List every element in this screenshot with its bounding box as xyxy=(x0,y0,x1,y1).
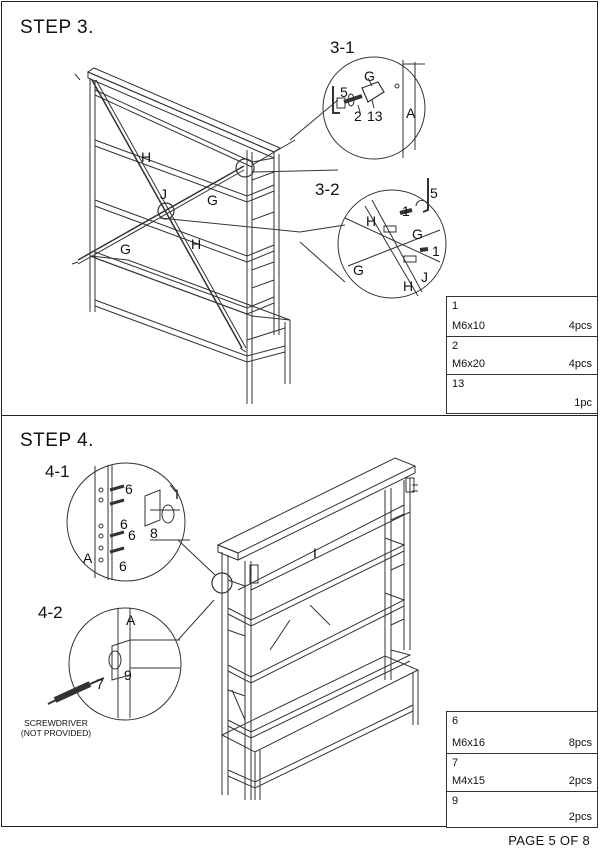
part-number: 6 xyxy=(452,715,459,727)
part-number: 1 xyxy=(452,300,459,312)
detail-4-1-illustration xyxy=(66,462,216,582)
detail-3-2-illustration xyxy=(337,178,447,299)
step4-2-title: 4-2 xyxy=(38,603,63,622)
part-qty: 4pcs xyxy=(568,358,592,370)
part-row-2: 2 M6x20 4pcs xyxy=(447,337,597,375)
screwdriver-note-line1: SCREWDRIVER xyxy=(24,718,88,728)
page-frame xyxy=(1,1,598,827)
label-g-lower: G xyxy=(120,241,131,257)
detail41-label-6c: 6 xyxy=(128,527,136,543)
detail32-label-j: J xyxy=(421,269,428,285)
detail32-label-1a: 1 xyxy=(402,203,410,219)
part-qty: 2pcs xyxy=(568,775,592,787)
step3-1-title: 3-1 xyxy=(330,38,355,57)
detail-4-2-illustration xyxy=(47,599,215,721)
detail31-label-2: 2 xyxy=(354,108,362,124)
detail32-label-h: H xyxy=(366,213,377,229)
part-qty: 8pcs xyxy=(568,737,592,749)
label-j: J xyxy=(160,186,167,202)
detail41-label-6b: 6 xyxy=(120,516,128,532)
step4-title: STEP 4. xyxy=(20,430,94,451)
detail31-label-g: G xyxy=(364,68,375,84)
detail41-label-a: A xyxy=(83,550,93,566)
detail32-label-1b: 1 xyxy=(432,243,440,259)
detail41-label-i: I xyxy=(175,486,179,502)
step3-parts-table: 1 M6x10 4pcs 2 M6x20 4pcs 13 1pc xyxy=(446,296,598,414)
part-spec: M4x15 xyxy=(452,775,486,787)
page-number: PAGE 5 OF 8 xyxy=(508,833,590,848)
step3-title: STEP 3. xyxy=(20,17,94,38)
part-spec: M6x16 xyxy=(452,737,486,749)
part-row-6: 6 M6x16 8pcs xyxy=(447,712,597,754)
screwdriver-note-line2: (NOT PROVIDED) xyxy=(20,728,92,738)
screwdriver-note: SCREWDRIVER (NOT PROVIDED) xyxy=(6,718,106,738)
detail31-label-13: 13 xyxy=(367,108,383,124)
part-number: 9 xyxy=(452,795,459,807)
step4-bookshelf-illustration xyxy=(211,457,420,800)
detail31-label-5: 5 xyxy=(340,84,348,100)
detail-3-1-illustration xyxy=(322,56,426,160)
detail32-label-g-right: G xyxy=(412,226,423,242)
step3-bookshelf-illustration xyxy=(71,67,346,404)
detail42-label-9: 9 xyxy=(124,667,132,683)
label-g-upper: G xyxy=(207,192,218,208)
label-h-upper: H xyxy=(141,149,152,165)
part-number: 13 xyxy=(452,378,465,390)
label-h-lower: H xyxy=(191,236,202,252)
detail41-label-6d: 6 xyxy=(119,558,127,574)
part-row-7: 7 M4x15 2pcs xyxy=(447,754,597,792)
part-spec: M6x10 xyxy=(452,320,486,332)
part-row-1: 1 M6x10 4pcs xyxy=(447,297,597,337)
detail41-label-6a: 6 xyxy=(125,481,133,497)
detail31-label-a: A xyxy=(406,105,416,121)
detail32-label-h-bottom: H xyxy=(403,278,414,294)
step4-parts-table: 6 M6x16 8pcs 7 M4x15 2pcs 9 2pcs xyxy=(446,711,598,828)
detail42-label-a: A xyxy=(126,612,136,628)
detail32-label-g-left: G xyxy=(353,262,364,278)
step4-1-title: 4-1 xyxy=(45,462,70,481)
step3-2-title: 3-2 xyxy=(315,180,340,199)
step-divider xyxy=(1,415,598,416)
part-qty: 2pcs xyxy=(568,811,592,823)
detail41-label-8: 8 xyxy=(150,525,158,541)
step4-label-i: I xyxy=(313,545,317,561)
detail32-label-5: 5 xyxy=(430,185,438,201)
part-spec: M6x20 xyxy=(452,358,486,370)
part-row-9: 9 2pcs xyxy=(447,792,597,827)
part-number: 2 xyxy=(452,340,459,352)
part-qty: 4pcs xyxy=(568,320,592,332)
part-number: 7 xyxy=(452,757,459,769)
detail42-label-7: 7 xyxy=(96,676,104,692)
part-row-13: 13 1pc xyxy=(447,375,597,413)
part-qty: 1pc xyxy=(574,397,592,409)
